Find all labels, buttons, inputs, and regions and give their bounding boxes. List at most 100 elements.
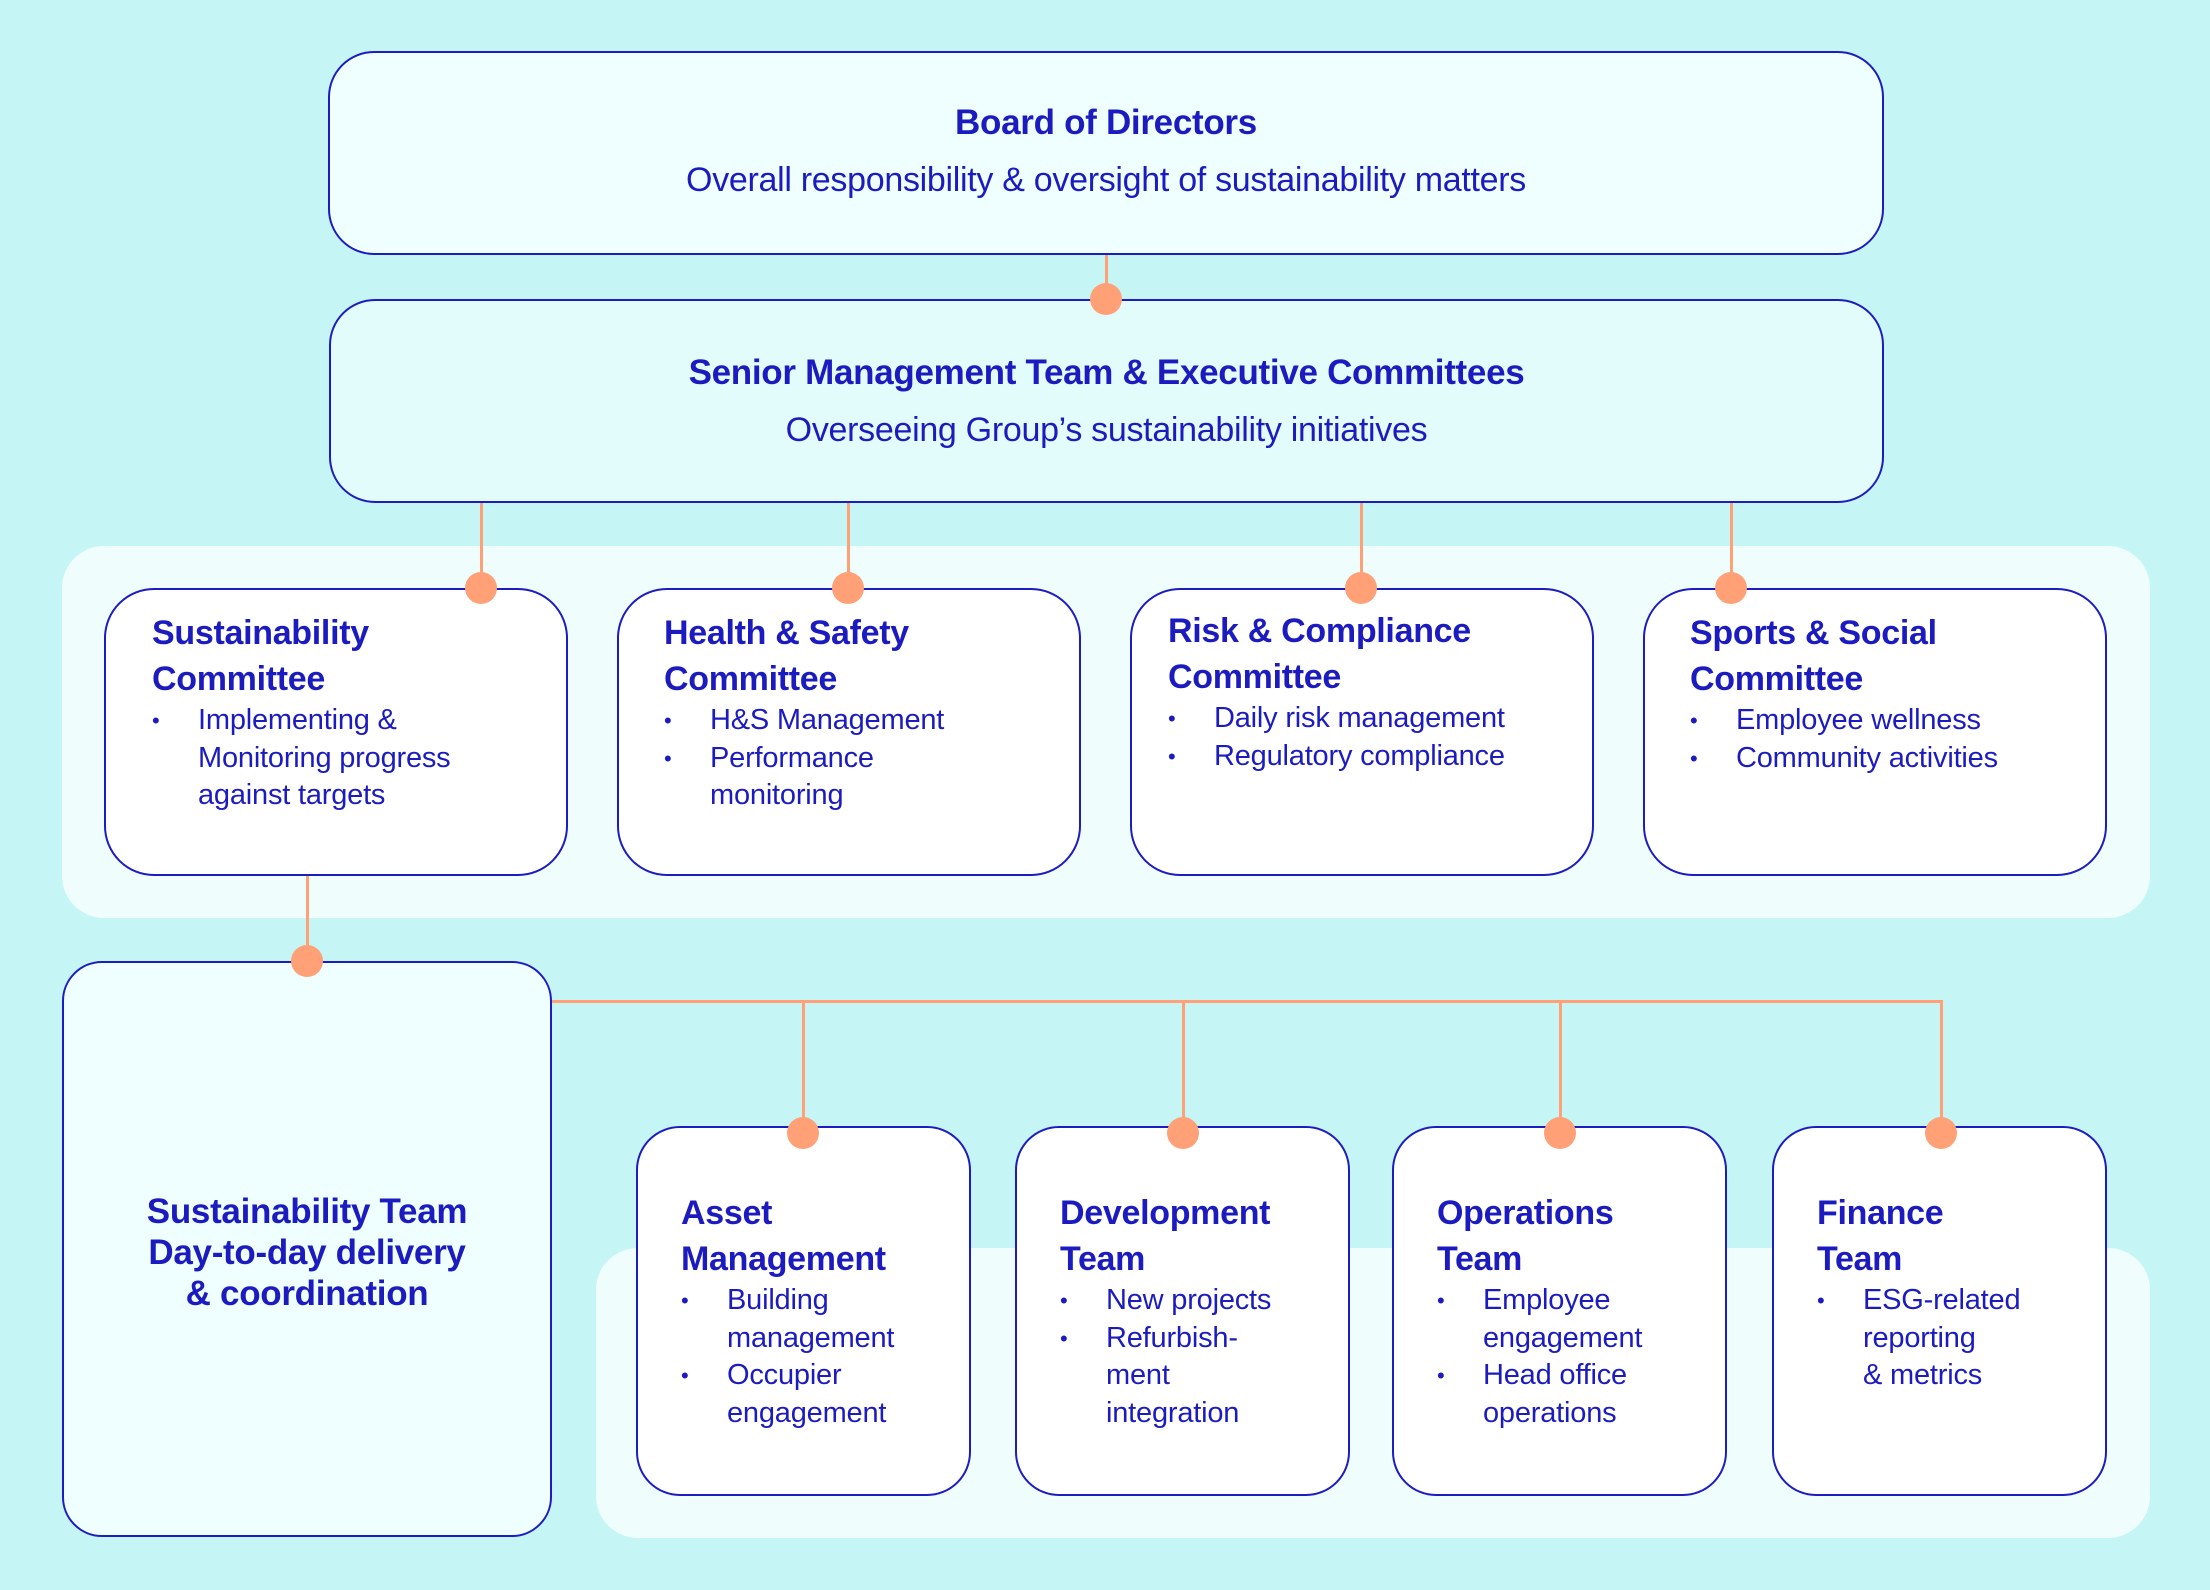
bullet-item: •New projects <box>1060 1282 1338 1320</box>
bullet-dot-icon: • <box>152 708 160 733</box>
bullet-text-line: Regulatory compliance <box>1214 739 1505 772</box>
connector-dot-team-4 <box>1925 1117 1957 1149</box>
bullet-dot-icon: • <box>1817 1288 1825 1313</box>
bullet-text-line: ment <box>1106 1359 1170 1391</box>
bullet-item: • Daily risk management <box>1168 700 1582 738</box>
team-title-line: Management <box>681 1240 886 1278</box>
connector-dot-team-1 <box>787 1117 819 1149</box>
bullet-item: • Implementing & Monitoring progress agains… <box>152 702 556 815</box>
committee-title-line: Risk & Compliance <box>1168 612 1471 650</box>
sustainability-team-box: Sustainability Team Day-to-day delivery … <box>62 961 552 1537</box>
team-bullet-list: • ESG-related reporting & metrics <box>1817 1282 2095 1395</box>
senior-management-box: Senior Management Team & Executive Commi… <box>329 299 1884 503</box>
sustainability-team-line-3: & coordination <box>185 1274 429 1313</box>
team-title-line: Operations <box>1437 1194 1614 1232</box>
committee-bullet-list: • Employee wellness •Community activities <box>1690 702 2095 777</box>
connector-dot-team-2 <box>1167 1117 1199 1149</box>
connector-team-1 <box>802 1000 805 1126</box>
connector-team-3 <box>1559 1000 1562 1126</box>
bullet-text-line: Monitoring progress <box>198 741 451 774</box>
committee-title-line: Committee <box>1168 658 1341 696</box>
bullet-text-line: engagement <box>1483 1321 1643 1354</box>
bullet-text-line: Daily risk management <box>1214 702 1505 734</box>
connector-senior-committee-1 <box>480 503 483 588</box>
team-title-line: Asset <box>681 1194 773 1232</box>
bullet-text-line: against targets <box>198 779 386 811</box>
bullet-dot-icon: • <box>664 708 672 733</box>
connector-senior-committee-3 <box>1360 503 1363 588</box>
bullet-text-line: & metrics <box>1863 1359 1983 1391</box>
bullet-dot-icon: • <box>1690 745 1698 771</box>
connector-team-4 <box>1940 1000 1943 1126</box>
bullet-text-line: H&S Management <box>710 704 945 736</box>
committee-bullet-list: • Daily risk management • Regulatory compli… <box>1168 700 1582 775</box>
connector-team-2 <box>1182 1000 1185 1126</box>
senior-title: Senior Management Team & Executive Commi… <box>688 353 1525 392</box>
bullet-text-line: management <box>727 1321 895 1354</box>
bullet-text-line: operations <box>1483 1396 1617 1429</box>
board-of-directors-box: Board of Directors Overall responsibilit… <box>328 51 1884 255</box>
bullet-dot-icon: • <box>1060 1325 1068 1351</box>
committee-title-line: Committee <box>664 660 837 698</box>
bullet-dot-icon: • <box>681 1363 689 1388</box>
connector-team-bus <box>552 1000 1943 1003</box>
connector-dot-senior <box>1090 283 1122 315</box>
bullet-item: • H&S Management <box>664 702 1069 740</box>
team-title-line: Development <box>1060 1194 1271 1232</box>
bullet-dot-icon: • <box>1437 1288 1445 1313</box>
bullet-dot-icon: • <box>1168 706 1176 731</box>
senior-subtitle: Overseeing Group’s sustainability initia… <box>785 411 1428 449</box>
committee-title-line: Sustainability <box>152 614 369 652</box>
team-bullet-list: •New projects • Refurbish-ment integration <box>1060 1282 1338 1432</box>
team-title-line: Team <box>1817 1240 1903 1278</box>
bullet-text-line: ESG-related <box>1863 1284 2021 1316</box>
bullet-text-line: monitoring <box>710 779 844 811</box>
sustainability-team-line-1: Sustainability Team <box>146 1192 468 1231</box>
bullet-text-line: integration <box>1106 1396 1240 1429</box>
bullet-text-line: engagement <box>727 1396 887 1429</box>
board-title: Board of Directors <box>955 103 1257 142</box>
bullet-item: • Refurbish-ment integration <box>1060 1320 1338 1433</box>
bullet-dot-icon: • <box>1168 743 1176 769</box>
team-title-line: Team <box>1437 1240 1523 1278</box>
connector-senior-committee-2 <box>847 503 850 588</box>
bullet-text-line: reporting <box>1863 1321 1976 1354</box>
connector-dot-committee-4 <box>1715 572 1747 604</box>
bullet-text-line: Employee wellness <box>1736 704 1981 736</box>
connector-dot-sustainability-team <box>291 945 323 977</box>
sustainability-team-line-2: Day-to-day delivery <box>148 1233 466 1272</box>
bullet-dot-icon: • <box>664 745 672 771</box>
connector-dot-committee-2 <box>832 572 864 604</box>
bullet-text-line: Implementing & <box>198 704 397 736</box>
team-title-line: Team <box>1060 1240 1146 1278</box>
bullet-item: •Community activities <box>1690 740 2095 778</box>
committee-bullet-list: • Implementing & Monitoring progress agains… <box>152 702 556 815</box>
bullet-item: • Performance monitoring <box>664 740 1069 815</box>
bullet-text-line: Refurbish- <box>1106 1321 1238 1354</box>
bullet-dot-icon: • <box>1437 1363 1445 1388</box>
bullet-text-line: Employee <box>1483 1284 1611 1316</box>
committee-title-line: Sports & Social <box>1690 614 1937 652</box>
bullet-text-line: Performance <box>710 741 874 774</box>
committee-title-line: Health & Safety <box>664 614 909 652</box>
bullet-text-line: New projects <box>1106 1284 1272 1316</box>
bullet-item: • ESG-related reporting & metrics <box>1817 1282 2095 1395</box>
bullet-dot-icon: • <box>681 1288 689 1313</box>
